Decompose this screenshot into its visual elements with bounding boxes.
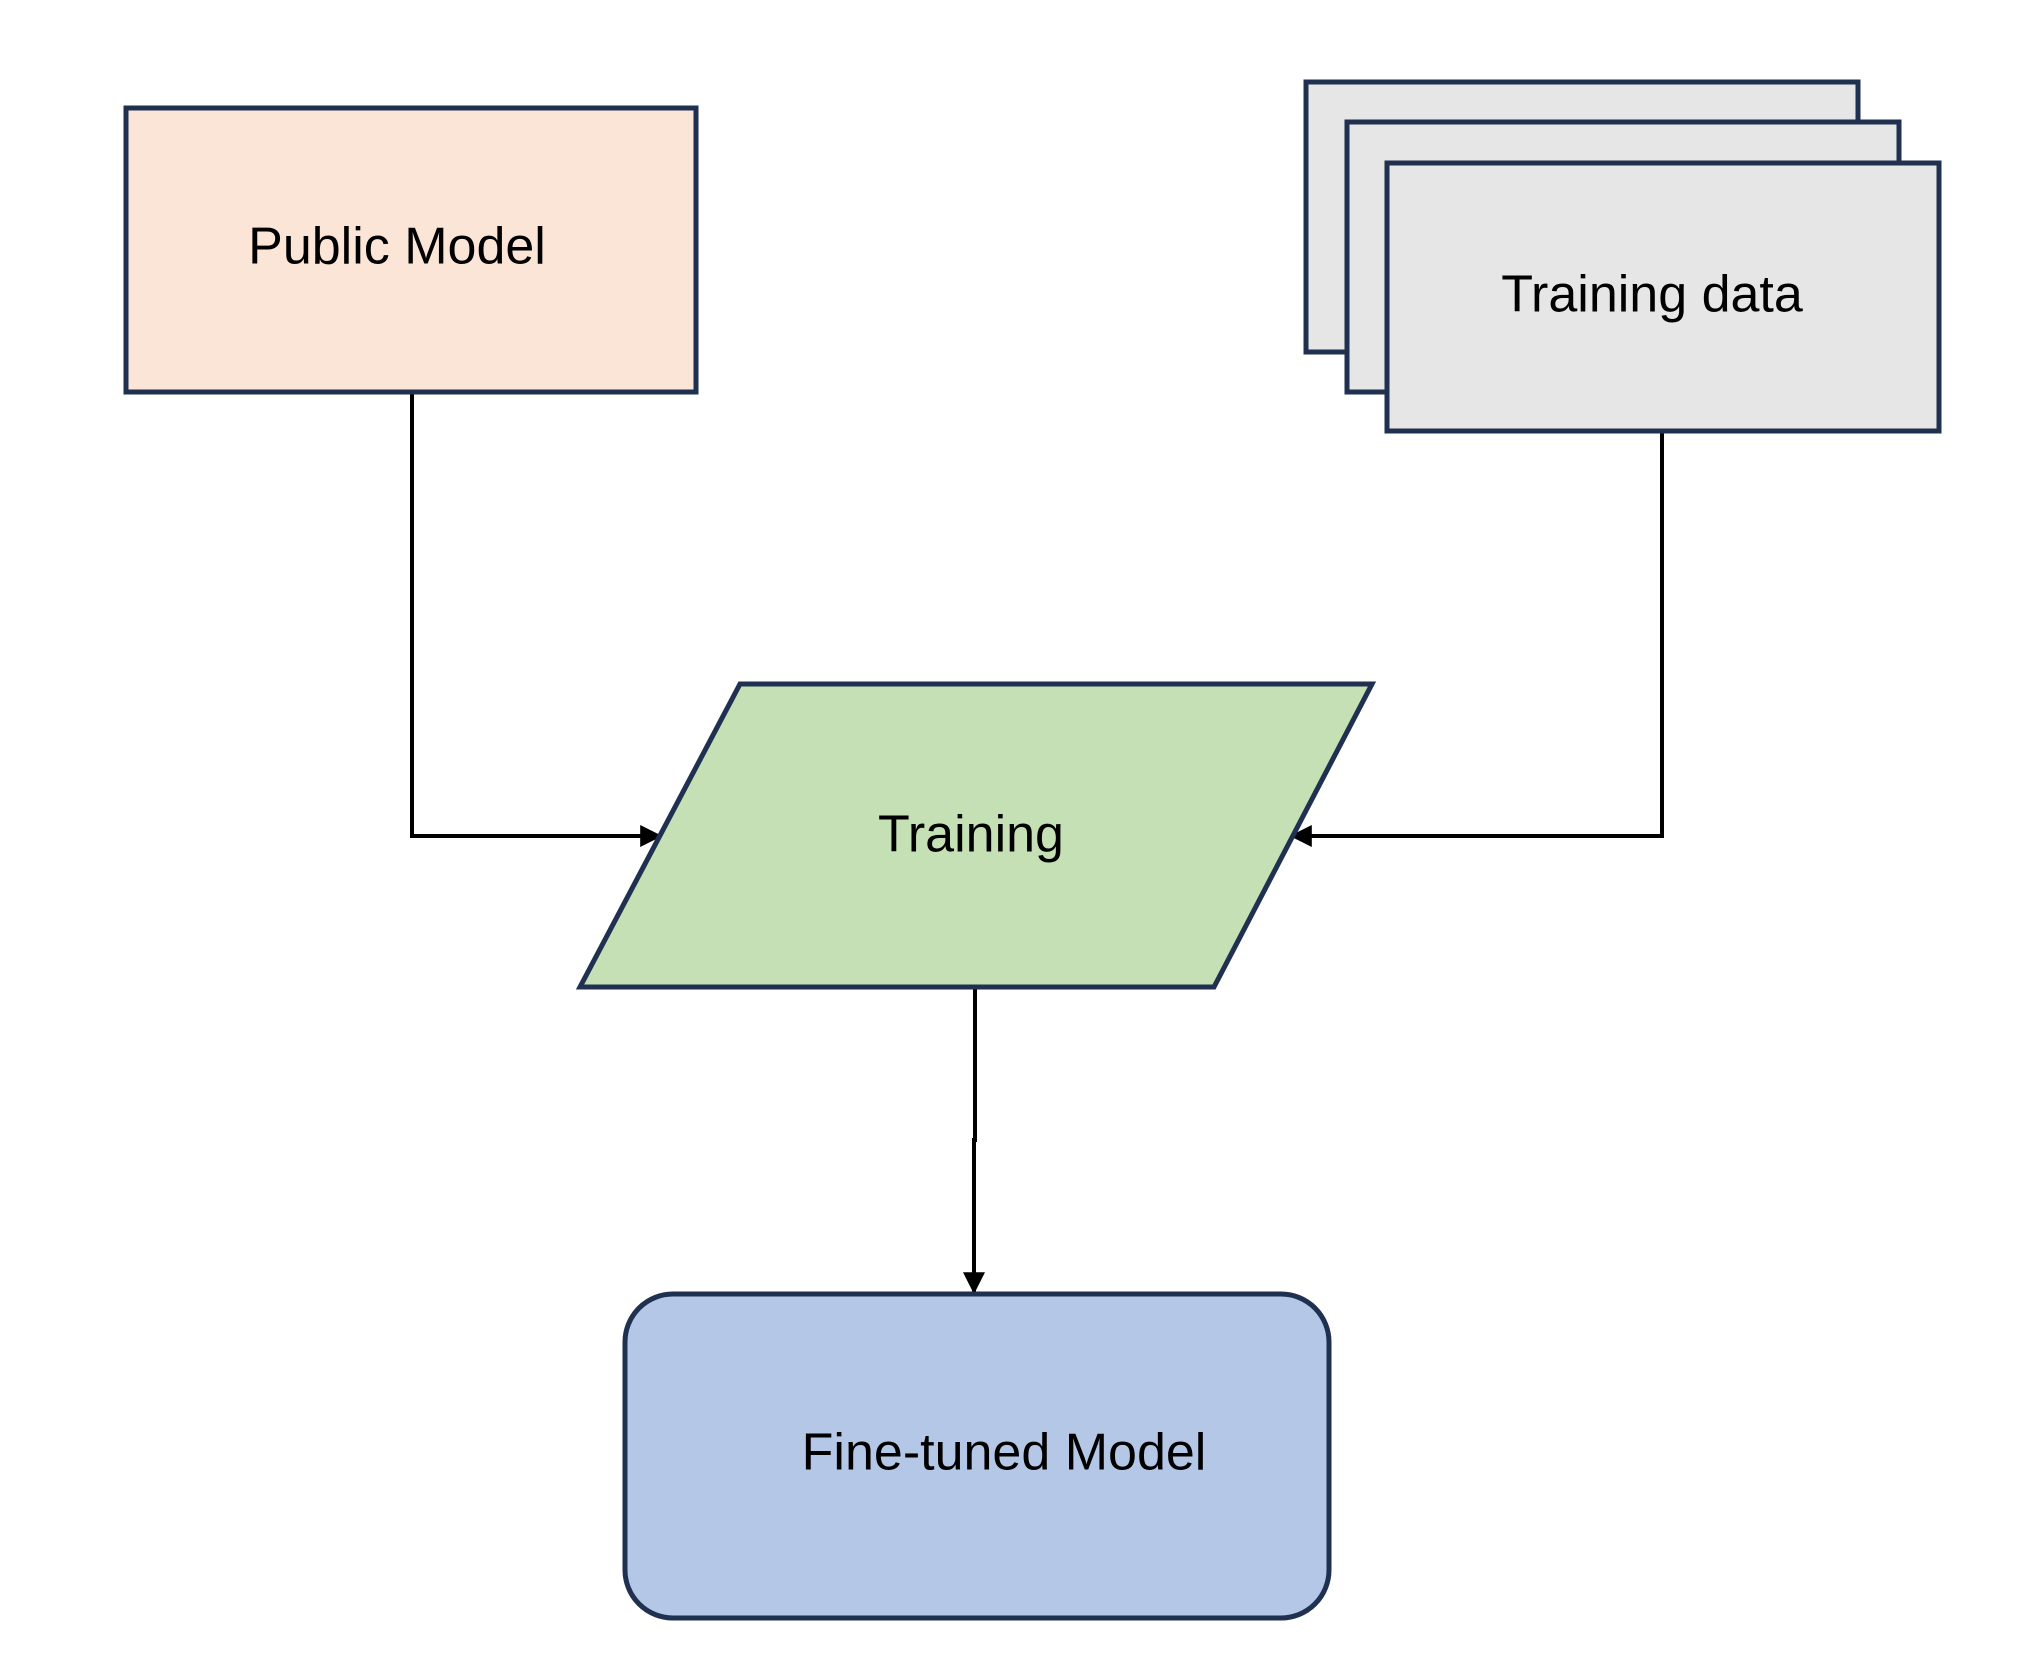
training-shape [575,681,1377,990]
fine-tuned-model-label: Fine-tuned Model [802,1424,1207,1482]
public-model-label: Public Model [248,218,546,276]
training-data-label: Training data [1501,266,1803,324]
node-public-model: Public Model [123,105,699,395]
node-fine-tuned-model: Fine-tuned Model [622,1291,1332,1621]
arrow-training-to-fine-tuned-model [963,987,985,1295]
training-label: Training [878,806,1064,864]
training-data-sheet-front [1384,160,1942,434]
node-training-data: Training data [1303,79,1942,434]
fine-tuned-model-box [622,1291,1332,1621]
arrow-training-data-to-training [1289,432,1664,847]
arrow-public-model-to-training [410,392,663,847]
node-training: Training [575,681,1377,990]
connectors [410,392,1664,1295]
public-model-box [123,105,699,395]
